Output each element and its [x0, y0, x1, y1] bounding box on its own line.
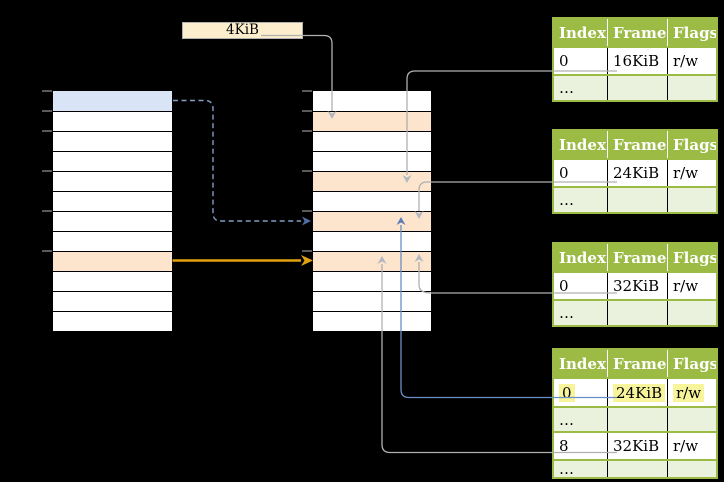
memory-row	[313, 311, 431, 331]
cell-frame	[608, 188, 668, 212]
header-flags: Flags	[668, 244, 716, 271]
table-row: 0 16KiB r/w	[554, 46, 716, 74]
header-frame: Frame	[608, 131, 668, 158]
memory-row	[313, 151, 431, 171]
table-row-ellipsis: …	[554, 299, 716, 325]
memory-row-highlight-orange	[313, 251, 431, 271]
cell-index: …	[554, 76, 608, 100]
cell-index: 0	[554, 48, 608, 74]
cell-frame	[608, 301, 668, 325]
cell-index: …	[554, 461, 608, 477]
memory-row	[53, 171, 172, 191]
highlighted-value: 0	[559, 383, 575, 402]
cell-frame: 24KiB	[608, 379, 668, 406]
table-row-highlighted: 0 24KiB r/w	[554, 377, 716, 406]
cell-index: …	[554, 408, 608, 431]
cell-frame	[608, 76, 668, 100]
memory-row-highlight-orange	[53, 251, 172, 271]
arrowhead-right-dashed-blue	[302, 216, 311, 226]
cell-frame: 16KiB	[608, 48, 668, 74]
cell-index: 0	[554, 160, 608, 186]
memory-row	[313, 191, 431, 211]
table-header-row: Index Frame Flags	[554, 350, 716, 377]
header-frame: Frame	[608, 350, 668, 377]
memory-row	[53, 211, 172, 231]
cell-flags: r/w	[673, 164, 699, 182]
cell-frame: 32KiB	[608, 273, 668, 299]
cell-index: …	[554, 188, 608, 212]
memory-row	[53, 271, 172, 291]
page-table-2: Index Frame Flags 0 24KiB r/w …	[552, 129, 718, 214]
memory-row	[53, 291, 172, 311]
page-table-4: Index Frame Flags 0 24KiB r/w … 8 32KiB …	[552, 348, 718, 479]
cell-flags	[668, 461, 716, 477]
table-row-ellipsis: …	[554, 406, 716, 431]
table-row: 8 32KiB r/w	[554, 431, 716, 459]
cell-index: 0	[554, 379, 608, 406]
page-table-1: Index Frame Flags 0 16KiB r/w …	[552, 17, 718, 102]
memory-row	[53, 151, 172, 171]
cell-index: 8	[554, 433, 608, 459]
highlighted-value: r/w	[673, 383, 705, 402]
memory-row	[53, 111, 172, 131]
cell-frame	[608, 408, 668, 431]
highlighted-value: 24KiB	[613, 383, 666, 402]
table-header-row: Index Frame Flags	[554, 19, 716, 46]
physical-memory-column	[312, 90, 432, 332]
cell-flags	[668, 408, 716, 431]
cell-index: …	[554, 301, 608, 325]
cell-frame: 32KiB	[608, 433, 668, 459]
cell-flags: r/w	[673, 52, 699, 70]
header-index: Index	[554, 19, 608, 46]
memory-row	[313, 291, 431, 311]
table-row-ellipsis: …	[554, 459, 716, 477]
cell-flags	[668, 188, 716, 212]
header-frame: Frame	[608, 19, 668, 46]
cell-frame	[608, 461, 668, 477]
page-table-3: Index Frame Flags 0 32KiB r/w …	[552, 242, 718, 327]
header-index: Index	[554, 350, 608, 377]
cell-index: 0	[554, 273, 608, 299]
cell-flags: r/w	[668, 379, 716, 406]
table-row-ellipsis: …	[554, 74, 716, 100]
page-size-label-box: 4KiB	[182, 22, 303, 39]
table-header-row: Index Frame Flags	[554, 131, 716, 158]
header-flags: Flags	[668, 131, 716, 158]
cell-frame: 24KiB	[608, 160, 668, 186]
table-row-ellipsis: …	[554, 186, 716, 212]
table-row: 0 32KiB r/w	[554, 271, 716, 299]
table-row: 0 24KiB r/w	[554, 158, 716, 186]
memory-row	[313, 91, 431, 111]
memory-row-highlight-blue	[53, 91, 172, 111]
memory-row	[313, 131, 431, 151]
arrow-virtual-page-to-frame-dashed	[173, 99, 301, 222]
header-flags: Flags	[668, 350, 716, 377]
memory-row	[53, 131, 172, 151]
header-frame: Frame	[608, 244, 668, 271]
header-index: Index	[554, 244, 608, 271]
memory-row	[53, 231, 172, 251]
memory-row-highlight-orange	[313, 171, 431, 191]
memory-row	[53, 311, 172, 331]
memory-row-highlight-orange	[313, 211, 431, 231]
memory-row-highlight-orange	[313, 111, 431, 131]
table-header-row: Index Frame Flags	[554, 244, 716, 271]
cell-flags: r/w	[673, 277, 699, 295]
header-flags: Flags	[668, 19, 716, 46]
virtual-memory-column	[52, 90, 173, 332]
cell-flags: r/w	[673, 437, 699, 455]
page-size-label: 4KiB	[226, 22, 259, 38]
cell-flags	[668, 301, 716, 325]
memory-row	[53, 191, 172, 211]
memory-row	[313, 271, 431, 291]
header-index: Index	[554, 131, 608, 158]
memory-row	[313, 231, 431, 251]
cell-flags	[668, 76, 716, 100]
